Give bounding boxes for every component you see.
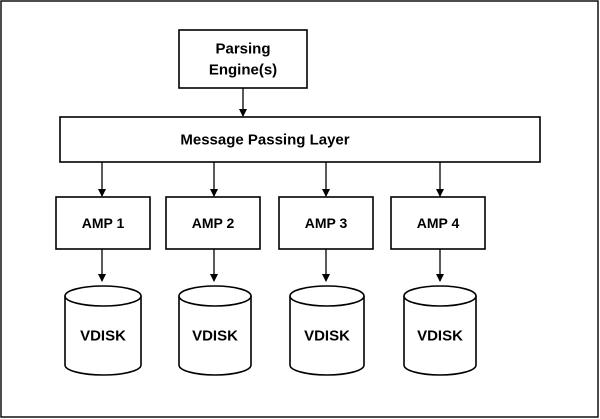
message-passing-layer-label: Message Passing Layer: [180, 132, 349, 149]
amp-label-4: AMP 4: [417, 215, 460, 231]
parsing-engine-label-line2: Engine(s): [209, 62, 277, 79]
message-passing-layer-node: Message Passing Layer: [59, 116, 541, 163]
amp-node-4: AMP 4: [390, 196, 486, 250]
amp-node-1: AMP 1: [55, 196, 151, 250]
amp-label-3: AMP 3: [305, 215, 348, 231]
parsing-engine-node: Parsing Engine(s): [178, 29, 308, 89]
amp-node-3: AMP 3: [278, 196, 374, 250]
vdisk-label-4: VDISK: [417, 328, 463, 345]
vdisk-node-4: VDISK: [403, 285, 477, 376]
parsing-engine-label-line1: Parsing: [215, 41, 270, 58]
vdisk-label-3: VDISK: [304, 328, 350, 345]
vdisk-label-1: VDISK: [80, 328, 126, 345]
vdisk-node-2: VDISK: [178, 285, 252, 376]
vdisk-node-3: VDISK: [289, 285, 365, 376]
vdisk-label-2: VDISK: [192, 328, 238, 345]
amp-label-1: AMP 1: [82, 215, 125, 231]
amp-label-2: AMP 2: [192, 215, 235, 231]
vdisk-node-1: VDISK: [64, 285, 142, 376]
amp-node-2: AMP 2: [165, 196, 261, 250]
